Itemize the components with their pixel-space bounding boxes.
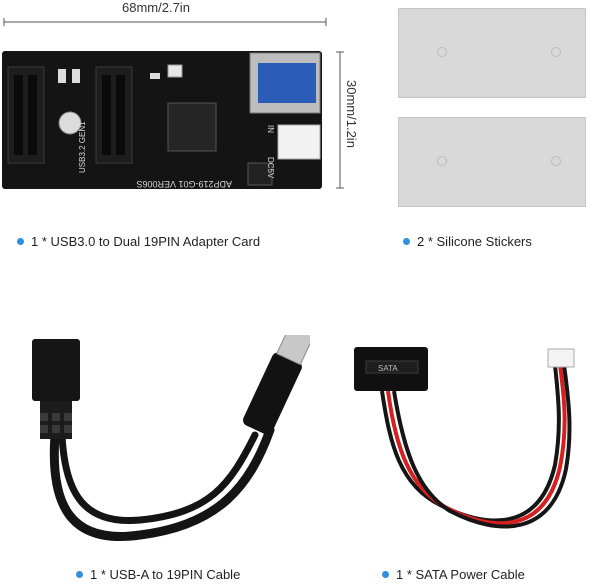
silicone-sticker-top bbox=[398, 8, 586, 98]
sata-cable-image: SATA bbox=[354, 347, 575, 529]
caption-sata-cable: 1 * SATA Power Cable bbox=[382, 567, 525, 582]
caption-adapter-card: 1 * USB3.0 to Dual 19PIN Adapter Card bbox=[17, 234, 260, 249]
width-dimension-label: 68mm/2.7in bbox=[122, 0, 190, 15]
adapter-card-image: ADP219-G01 VER006S USB3.2 GEN1 DC5V IN bbox=[2, 51, 322, 189]
bullet-icon bbox=[76, 571, 83, 579]
bullet-icon bbox=[382, 571, 389, 579]
caption-stickers: 2 * Silicone Stickers bbox=[403, 234, 532, 249]
pcb-model-text: ADP219-G01 VER006S bbox=[136, 179, 232, 189]
pcb-in-text: IN bbox=[266, 125, 275, 133]
caption-usb-cable: 1 * USB-A to 19PIN Cable bbox=[76, 567, 240, 582]
usb-cable-image bbox=[32, 335, 310, 541]
bullet-icon bbox=[17, 238, 24, 246]
sata-connector-text: SATA bbox=[378, 364, 398, 373]
height-dimension-label: 30mm/1.2in bbox=[344, 80, 359, 148]
bullet-icon bbox=[403, 238, 410, 246]
pcb-dc-text: DC5V bbox=[266, 157, 275, 179]
pcb-usb-gen-text: USB3.2 GEN1 bbox=[78, 121, 87, 173]
dimension-lines bbox=[3, 18, 344, 189]
silicone-sticker-bottom bbox=[398, 117, 586, 207]
